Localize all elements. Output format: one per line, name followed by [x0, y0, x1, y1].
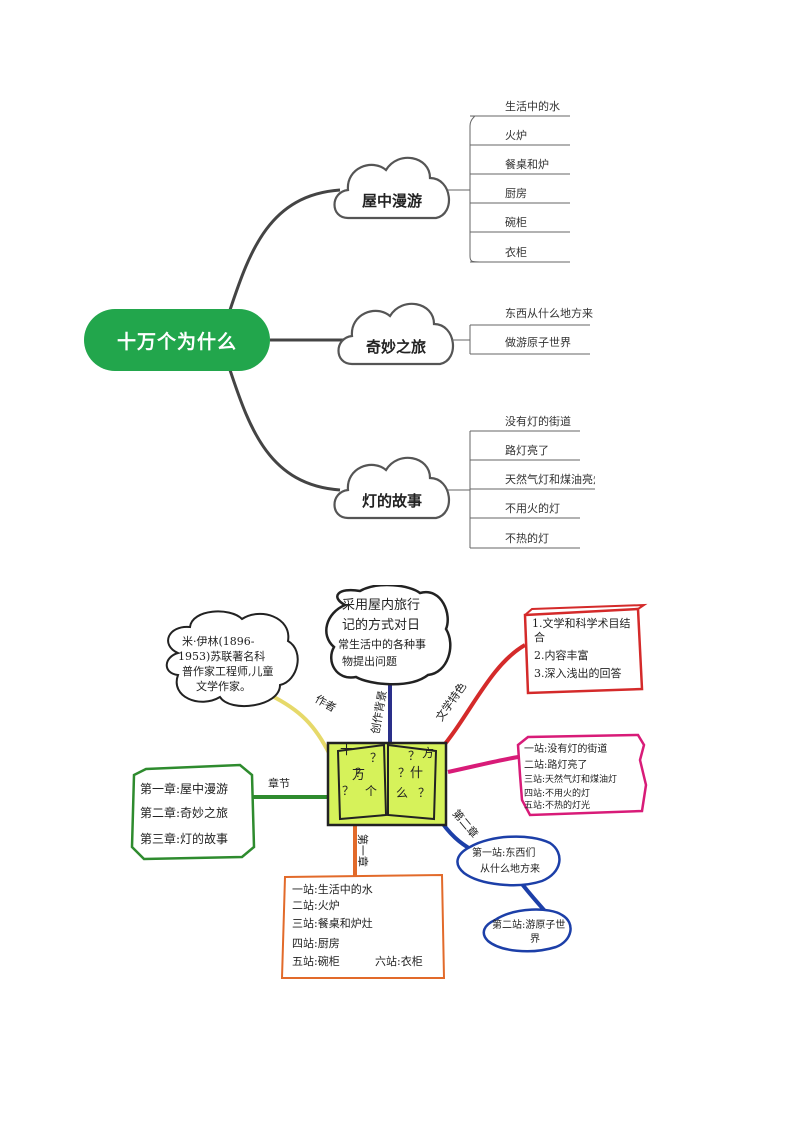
book-char-4: ？ — [342, 784, 355, 798]
cloud-2 — [337, 302, 455, 366]
ch3-text-1: 一站:没有灯的街道 — [524, 744, 608, 755]
leaf-1-6: 衣柜 — [505, 246, 527, 259]
ch3-box — [516, 733, 648, 817]
creation-cloud — [325, 585, 452, 686]
leaf-3-3: 天然气灯和煤油亮灯 — [505, 473, 595, 486]
ch1-text-1: 一站:生活中的水 — [292, 883, 373, 896]
author-text-1: 米·伊林(1896- — [182, 635, 255, 648]
author-cloud — [165, 610, 299, 708]
creation-text-3: 常生活中的各种事 — [338, 638, 426, 651]
book-char-1: 十 — [340, 743, 354, 758]
book-char-11: 么 — [396, 786, 409, 800]
leaf-1-2: 火炉 — [505, 129, 527, 142]
creation-text-2: 记的方式对日 — [342, 618, 421, 633]
book-char-2: ？ — [370, 751, 383, 765]
ch2-text-4: 界 — [530, 934, 540, 945]
book-char-12: ？ — [418, 786, 431, 800]
mind-map-connectors — [228, 115, 595, 549]
leaf-1-1: 生活中的水 — [505, 100, 560, 113]
hand-drawn-shapes — [130, 585, 648, 979]
ch1-text-5: 五站:碗柜 — [292, 955, 340, 968]
book-char-9: ？ — [398, 766, 411, 780]
ch1-label: 第一章 — [355, 833, 369, 867]
creation-text-4: 物提出问题 — [342, 655, 397, 668]
creation-text-1: 采用屋内旅行 — [342, 598, 421, 613]
features-text-1: 1.文学和科学术目结 — [532, 617, 631, 630]
ch3-text-2: 二站:路灯亮了 — [524, 760, 588, 771]
leaf-3-1: 没有灯的街道 — [505, 415, 571, 428]
branch-label-2: 奇妙之旅 — [365, 338, 426, 356]
features-text-3: 2.内容丰富 — [534, 649, 589, 662]
book-char-6: 个 — [365, 784, 378, 798]
book-char-10: 什 — [410, 766, 424, 781]
book-char-7: ？ — [408, 749, 421, 763]
ch2-text-1: 第一站:东西们 — [472, 848, 536, 859]
book-char-5: 万 — [352, 768, 366, 783]
branch-label-1: 屋中漫游 — [361, 192, 422, 210]
ch2-sub-cloud — [482, 908, 572, 953]
chapters-text-2: 第二章:奇妙之旅 — [140, 806, 229, 820]
branch-label-3: 灯的故事 — [361, 492, 422, 510]
ch3-text-5: 五站:不热的灯光 — [524, 801, 591, 811]
leaf-1-5: 碗柜 — [505, 216, 527, 229]
book-char-8: 方 — [422, 746, 435, 760]
author-connector — [269, 693, 332, 756]
cloud-3 — [333, 456, 451, 520]
leaf-2-1: 东西从什么地方来 — [505, 307, 593, 320]
leaf-3-2: 路灯亮了 — [505, 444, 549, 457]
author-text-2: 1953)苏联著名科 — [178, 650, 266, 663]
root-node: 十万个为什么 — [84, 309, 270, 371]
chapters-text-1: 第一章:屋中漫游 — [140, 782, 229, 796]
leaf-3-4: 不用火的灯 — [505, 502, 560, 515]
features-connector — [438, 643, 527, 752]
ch3-connector — [447, 755, 519, 774]
root-label: 十万个为什么 — [116, 330, 237, 353]
ch3-text-3: 三站:天然气灯和煤油灯 — [524, 775, 618, 785]
ch1-box — [280, 873, 446, 979]
leaf-1-4: 厨房 — [505, 187, 527, 200]
chapters-label: 章节 — [268, 777, 290, 790]
features-box — [523, 607, 644, 695]
cloud-1 — [333, 156, 451, 220]
leaf-1-3: 餐桌和炉 — [505, 158, 549, 171]
chapters-box — [130, 763, 256, 861]
book-char-3: ？ — [355, 766, 368, 780]
ch1-text-3: 三站:餐桌和炉灶 — [292, 917, 373, 930]
book-left-page — [336, 743, 388, 821]
ch2-text-2: 从什么地方来 — [480, 864, 540, 875]
leaf-3-5: 不热的灯 — [505, 532, 549, 545]
book-right-page — [387, 743, 438, 821]
hand-drawn-mind-map: 十 ？ ？ ？ 万 个 ？ 方 ？ 什 么 ？ 作者 创作背景 文学特色 章节 … — [130, 585, 660, 980]
branch-line-1 — [228, 188, 341, 311]
ch1-text-6: 六站:衣柜 — [375, 955, 423, 968]
branch-line-3 — [228, 369, 341, 492]
ch1-text-2: 二站:火炉 — [292, 899, 340, 912]
ch2-cloud — [456, 835, 561, 887]
features-text-2: 合 — [534, 631, 545, 644]
author-text-4: 文学作家。 — [196, 680, 251, 693]
mind-map: 十万个为什么 屋中漫游 奇妙之旅 灯的故事 生活中的水 火炉 餐桌和炉 厨房 碗… — [84, 100, 595, 549]
ch2-text-3: 第二站:游原子世 — [492, 920, 566, 931]
features-text-4: 3.深入浅出的回答 — [534, 667, 622, 680]
ch1-text-4: 四站:厨房 — [292, 937, 340, 950]
chapters-text-3: 第三章:灯的故事 — [140, 832, 229, 846]
author-text-3: 普作家工程师,儿童 — [182, 665, 274, 678]
ch3-text-4: 四站:不用火的灯 — [524, 789, 591, 799]
leaf-2-2: 做游原子世界 — [505, 336, 571, 349]
